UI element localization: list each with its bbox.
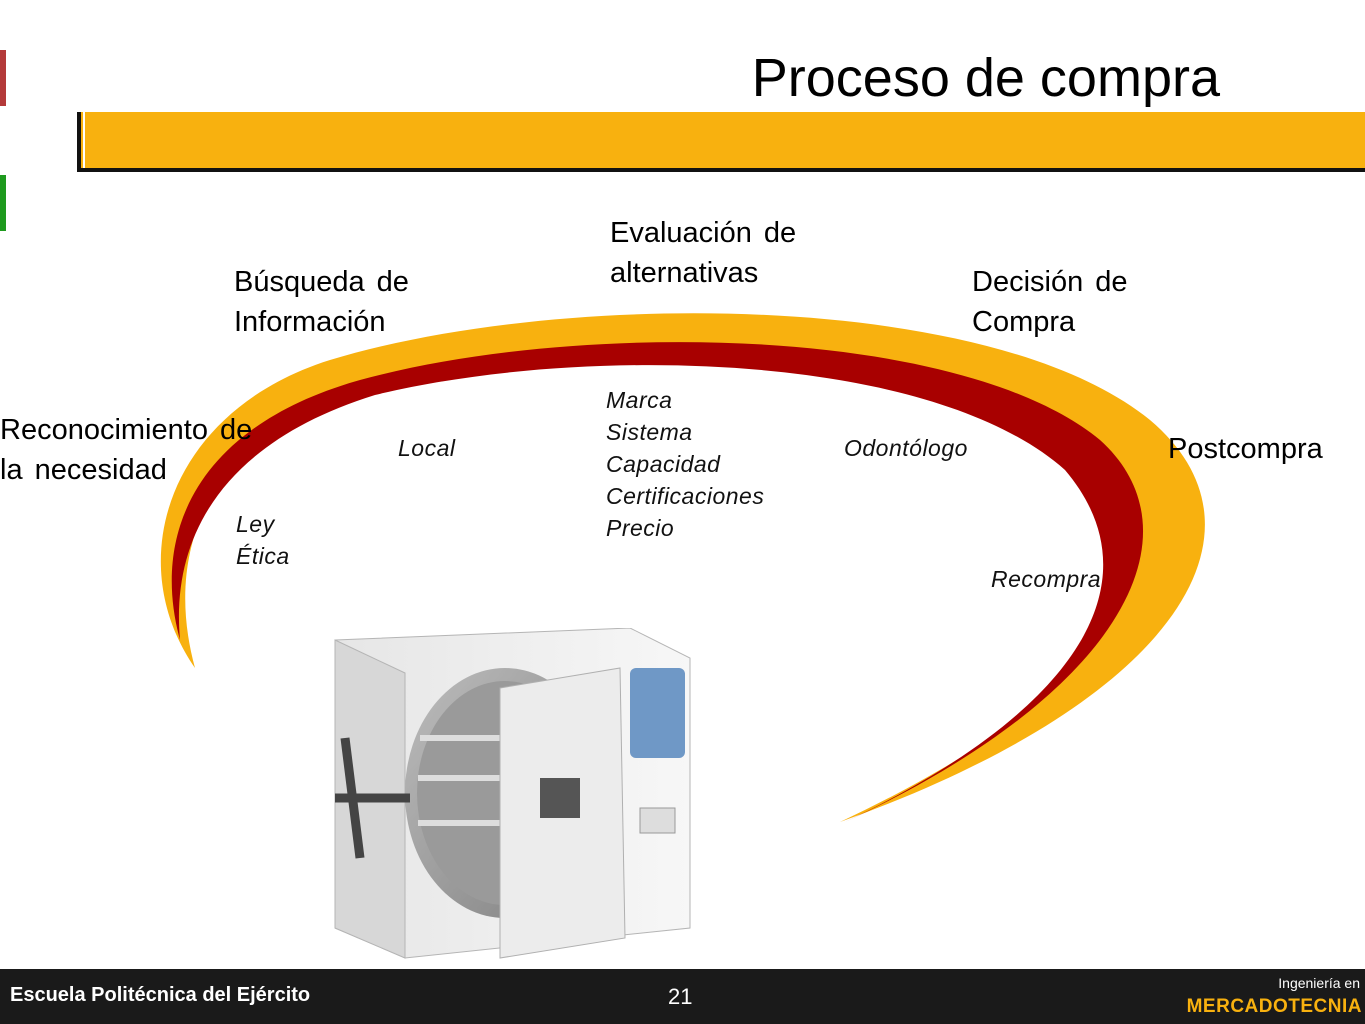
footer-bar <box>0 969 1365 1024</box>
stage-evaluacion-line1: Evaluación de <box>610 217 797 249</box>
footer-program-line2: MERCADOTECNIA <box>1186 996 1362 1017</box>
stage-evaluacion-line2: alternativas <box>610 257 759 289</box>
stage-decision: Decisión de Compra <box>972 262 1128 342</box>
detail-ley: Ley <box>236 511 275 537</box>
detail-postcompra: Recompra <box>991 566 1102 592</box>
detail-capacidad: Capacidad <box>606 451 721 477</box>
page-number: 21 <box>668 984 693 1009</box>
autoclave-illustration <box>334 628 691 959</box>
stage-reconocimiento-line2: la necesidad <box>0 454 167 486</box>
detail-precio: Precio <box>606 515 675 541</box>
detail-sistema: Sistema <box>606 419 693 445</box>
stage-busqueda-line2: Información <box>234 306 386 338</box>
stage-busqueda: Búsqueda de Información <box>234 262 409 342</box>
detail-busqueda: Local <box>398 435 456 461</box>
detail-decision: Odontólogo <box>844 435 968 461</box>
page-title: Proceso de compra <box>751 48 1220 108</box>
stage-reconocimiento: Reconocimiento de la necesidad <box>0 410 252 490</box>
footer-program-line1: Ingeniería en <box>1278 975 1360 991</box>
detail-evaluacion: Marca Sistema Capacidad Certificaciones … <box>606 384 764 544</box>
stage-reconocimiento-line1: Reconocimiento de <box>0 414 253 446</box>
detail-etica: Ética <box>236 543 290 569</box>
stage-decision-line2: Compra <box>972 306 1076 338</box>
accent-green-bar <box>0 175 6 231</box>
detail-certificaciones: Certificaciones <box>606 483 765 509</box>
title-underline-bar <box>77 112 1365 172</box>
stage-decision-line1: Decisión de <box>972 266 1128 298</box>
accent-red-bar <box>0 50 6 106</box>
stage-postcompra: Postcompra <box>1168 433 1323 465</box>
footer-school: Escuela Politécnica del Ejército <box>10 984 311 1006</box>
detail-reconocimiento: Ley Ética <box>236 508 290 572</box>
stage-evaluacion: Evaluación de alternativas <box>610 213 796 293</box>
stage-busqueda-line1: Búsqueda de <box>234 266 409 298</box>
detail-marca: Marca <box>606 387 673 413</box>
